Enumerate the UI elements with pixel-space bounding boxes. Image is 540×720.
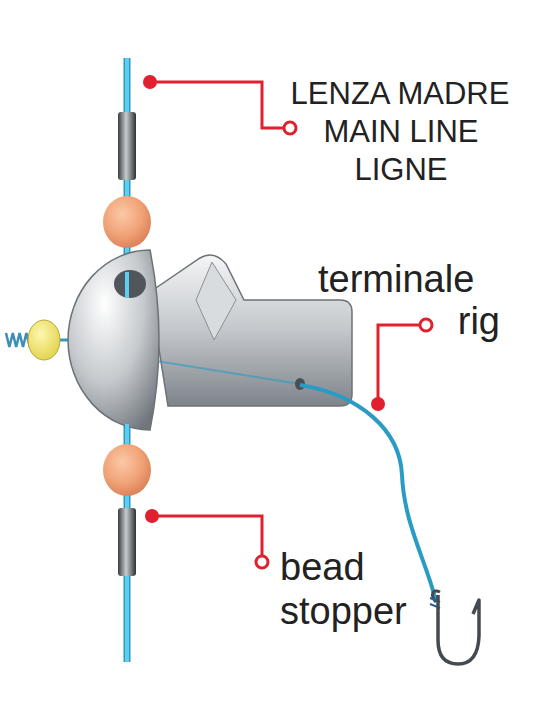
feeder-dome xyxy=(68,250,159,430)
main-line-visible xyxy=(125,424,129,446)
yellow-bead xyxy=(28,320,60,360)
part-name: rig xyxy=(440,300,500,344)
leader-dot xyxy=(145,509,159,523)
part-name: bead stopper xyxy=(280,546,430,633)
orange-bead xyxy=(103,196,151,248)
part-name: terminale xyxy=(318,258,518,302)
part-name: MAIN LINE xyxy=(298,114,504,150)
leader-dot xyxy=(371,397,385,411)
leader-line xyxy=(378,325,420,404)
inner-line xyxy=(150,360,300,384)
leader-ends xyxy=(256,122,432,568)
orange-bead xyxy=(103,444,151,496)
part-name: LENZA MADRE xyxy=(278,76,522,112)
leader-end xyxy=(420,319,432,331)
feeder-slot xyxy=(196,262,236,340)
stopper-tube xyxy=(118,112,136,180)
leader-dot xyxy=(143,75,157,89)
leader-line xyxy=(150,82,284,128)
part-name: LIGNE xyxy=(298,152,504,188)
leader-line xyxy=(152,516,262,556)
stopper-tube xyxy=(118,508,136,576)
leader-end xyxy=(284,122,296,134)
dome-hole xyxy=(114,270,146,298)
main-line-visible xyxy=(125,272,129,298)
fish-hook xyxy=(438,595,479,664)
leader-end xyxy=(256,556,268,568)
